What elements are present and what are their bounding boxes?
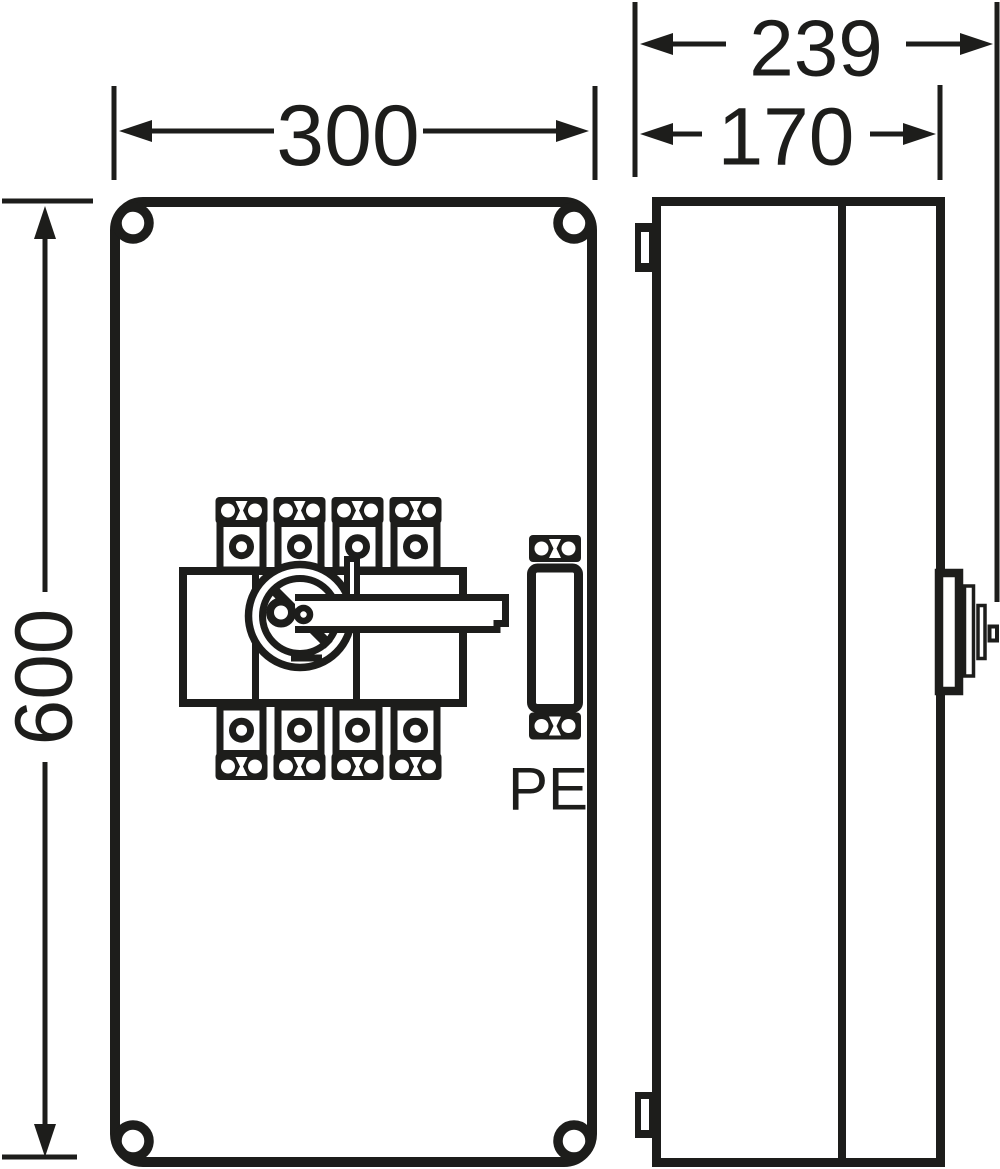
dimension-front-height: 600 <box>0 198 93 1160</box>
mounting-holes <box>112 202 595 1162</box>
dimension-front-width: 300 <box>111 86 598 184</box>
terminal-pole <box>220 707 263 754</box>
shaft-step <box>934 568 964 696</box>
arrowhead-icon <box>34 206 56 239</box>
handle-shaft-hole <box>266 597 296 628</box>
pe-label: PE <box>508 756 588 823</box>
side-view <box>635 197 999 1167</box>
terminal-clamp <box>331 497 384 524</box>
terminal-pole <box>278 707 321 754</box>
enclosure-side-panel <box>652 197 945 1167</box>
handle-screw <box>293 604 314 625</box>
pe-terminal: PE <box>508 535 588 823</box>
dimension-depth-total: 239 <box>632 2 1000 602</box>
arrowhead-icon <box>556 120 589 142</box>
mounting-hole-icon <box>553 202 595 244</box>
shaft-step <box>962 584 976 678</box>
mounting-hole-icon <box>112 1120 154 1162</box>
terminal-pole <box>394 707 437 754</box>
arrowhead-icon <box>640 123 673 145</box>
terminal-pole <box>336 707 379 754</box>
terminal-pole <box>220 524 263 571</box>
terminal-clamp <box>529 712 581 740</box>
handle-shaft-side <box>934 568 999 696</box>
dimension-label: 170 <box>718 92 855 183</box>
terminal-clamp <box>389 497 442 524</box>
arrowhead-icon <box>640 33 673 55</box>
terminal-clamp <box>331 753 384 780</box>
dimension-label: 300 <box>276 88 420 184</box>
rotary-handle <box>244 556 509 672</box>
mounting-hole-icon <box>112 202 154 244</box>
dimension-label: 239 <box>749 4 882 93</box>
arrowhead-icon <box>34 1124 56 1157</box>
shaft-step <box>976 603 987 661</box>
terminal-clamp <box>389 753 442 780</box>
arrowhead-icon <box>903 123 936 145</box>
dimension-label: 600 <box>0 609 90 746</box>
shaft-tip <box>987 624 999 643</box>
hinge-slot <box>641 232 649 263</box>
arrowhead-icon <box>960 33 993 55</box>
pe-terminal-body <box>527 563 583 713</box>
terminal-pole <box>394 524 437 571</box>
mounting-hole-icon <box>553 1120 595 1162</box>
hinge-slot <box>641 1099 649 1130</box>
front-view: PE <box>110 197 597 1167</box>
terminal-clamp <box>215 753 268 780</box>
dimension-depth-enclosure: 170 <box>640 85 943 183</box>
terminal-clamp <box>273 753 326 780</box>
hinge-bottom <box>635 1092 655 1138</box>
switch-disconnector <box>179 497 509 780</box>
terminal-clamp <box>215 497 268 524</box>
hinge-top <box>635 223 655 272</box>
arrowhead-icon <box>119 120 152 142</box>
terminal-clamp <box>273 497 326 524</box>
handle-lever <box>295 594 509 633</box>
terminal-clamp <box>529 535 581 562</box>
